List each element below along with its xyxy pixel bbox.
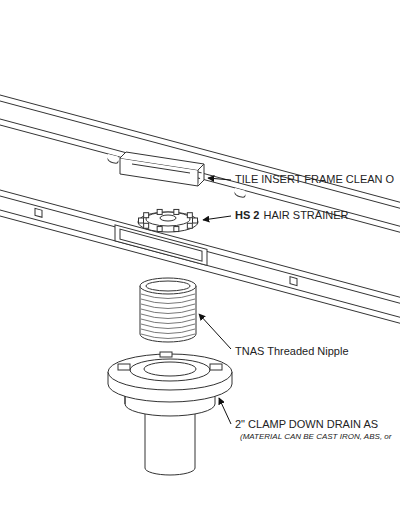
part-label: TILE INSERT FRAME CLEAN O <box>235 173 394 186</box>
part-label: HAIR STRAINER <box>263 209 348 222</box>
leader-lines <box>199 178 231 424</box>
note: (MATERIAL CAN BE CAST IRON, ABS, or <box>240 432 391 441</box>
channel <box>0 187 400 328</box>
tile-insert-frame <box>120 152 204 186</box>
part-label: TNAS Threaded Nipple <box>235 345 349 358</box>
threaded-nipple <box>140 278 196 342</box>
part-label: 2" CLAMP DOWN DRAIN AS <box>235 418 378 431</box>
clamp-down-drain <box>108 352 232 475</box>
hair-strainer <box>138 212 198 232</box>
part-number: HS 2 <box>235 209 259 222</box>
